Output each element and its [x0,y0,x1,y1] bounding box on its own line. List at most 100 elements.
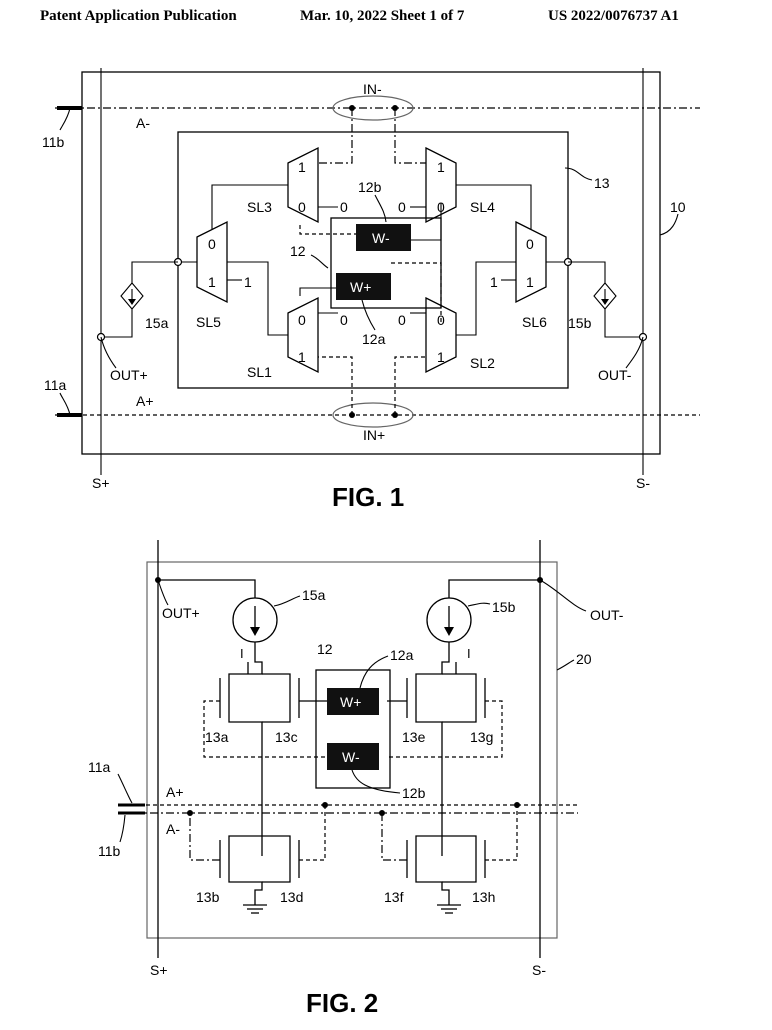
fig2-13d-to-a-plus [299,805,326,861]
fig1-mux-sl3 [287,146,319,224]
fig1-sl5-in0: 0 [208,236,216,252]
fig1-sl4-in0: 0 [437,199,445,215]
fig1-label-12a: 12a [362,331,386,347]
fig1-sl1-to-w-plus [299,287,336,296]
fig2-node-13f [379,810,385,816]
fig1-sl2-to-sl6 [456,261,516,336]
fig2-leader-11a [117,773,133,804]
fig2-label-13a: 13a [205,729,229,745]
fig2-label-out-plus: OUT+ [162,605,200,621]
fig1-leader-out-plus [100,336,117,369]
fig2-leader-20 [556,659,575,671]
fig1-sl5-in1: 1 [208,274,216,290]
fig1-in-plus-to-sl2 [394,356,426,415]
fig1-wire-to-15b [568,261,606,283]
fig1-caption: FIG. 1 [332,482,404,512]
fig1-sl4-to-w-minus [411,203,442,241]
fig2-label-out-minus: OUT- [590,607,624,623]
fig2-caption: FIG. 2 [306,988,378,1018]
fig1-sl2-in0: 0 [437,312,445,328]
fig2-cell-border-20 [146,561,558,939]
fig1-sl5-one-label: 1 [244,274,252,290]
fig1-sl2-to-w-plus [391,262,442,322]
fig1-label-in-minus: IN- [363,81,382,97]
fig1-label-12b: 12b [358,179,382,195]
fig2-15b-arrow-head [444,627,454,636]
fig2-label-a-minus: A- [166,821,180,837]
fig2-left-stack-wire-a [228,642,263,856]
header-date-sheet: Mar. 10, 2022 Sheet 1 of 7 [300,8,465,24]
fig1-leader-13 [564,167,593,181]
header-patent-number: US 2022/0076737 A1 [548,8,679,24]
fig2-node-13h [514,802,520,808]
fig1-leader-11b [59,107,71,131]
fig1-label-sl5: SL5 [196,314,221,330]
fig1-in-minus-to-sl4 [394,108,426,164]
fig1-label-a-minus: A- [136,115,150,131]
fig2-leader-11b [119,814,126,843]
fig1-sl1-in0: 0 [298,312,306,328]
fig2-out-plus-rail [158,579,256,598]
fig2-label-13b: 13b [196,889,220,905]
fig2-leader-out-plus [157,579,169,606]
fig2-label-13c: 13c [275,729,298,745]
fig1-label-a-plus: A+ [136,393,154,409]
fig2-leader-15a [273,595,301,607]
fig1-label-13: 13 [594,175,610,191]
fig1-leader-12a [361,299,376,331]
fig2-out-minus-rail [448,579,540,598]
fig2-13a-dashed-loop [203,700,331,758]
fig2-node-13b [187,810,193,816]
fig1-label-sl4: SL4 [470,199,495,215]
fig1-label-10: 10 [670,199,686,215]
fig1-leader-10 [659,213,679,236]
fig1-in-minus-to-sl3 [318,108,353,164]
fig1-sl1-in1: 1 [298,349,306,365]
fig1-label-out-plus: OUT+ [110,367,148,383]
fig2-left-lower-stack-b [262,835,291,883]
fig1-sl3-zero-label: 0 [340,199,348,215]
fig1-w-minus-label: W- [372,230,390,246]
fig1-label-in-plus: IN+ [363,427,385,443]
fig2-node-13d [322,802,328,808]
fig2-diagram: OUT+ OUT- 15a 15b 12 12a 12b 20 I I W+ W… [88,540,624,1018]
fig1-sl4-to-sl6 [456,184,532,229]
fig1-sl4-in1: 1 [437,159,445,175]
fig1-mux-sl2 [425,296,457,374]
fig2-right-lower-stack-b [442,835,477,883]
fig1-in-plus-to-sl1 [318,356,353,415]
fig1-label-15a: 15a [145,315,169,331]
fig1-cell-border-10 [81,71,661,455]
fig1-in-minus-ellipse [332,95,414,121]
fig1-leader-11a [59,392,71,416]
fig1-weight-w-minus [356,224,411,251]
fig1-leader-12b [374,194,387,223]
fig1-diagram: IN- IN+ A- A+ 11b 11a 10 13 12 12b 12a 1… [42,68,700,512]
fig1-sl6-one-label: 1 [490,274,498,290]
fig2-right-stack-wire-c [442,673,477,723]
fig2-label-13h: 13h [472,889,495,905]
fig2-left-lower-stack-a [228,835,263,905]
fig1-mux-sl5 [196,220,228,304]
fig2-right-transistor-stack [379,642,520,914]
fig1-label-s-plus: S+ [92,475,110,491]
fig1-label-out-minus: OUT- [598,367,632,383]
fig2-13b-to-a-minus [189,813,220,861]
fig2-leader-out-minus [539,579,587,612]
fig2-leader-15b [467,602,491,607]
fig1-label-12: 12 [290,243,306,259]
fig1-label-sl6: SL6 [522,314,547,330]
fig2-label-i-left: I [240,646,244,661]
fig2-label-13d: 13d [280,889,303,905]
fig1-mux-sl1 [287,296,319,374]
fig2-13h-to-a-plus [485,805,518,861]
fig2-label-13e: 13e [402,729,426,745]
fig2-w-plus-label: W+ [340,694,361,710]
fig2-w-minus-label: W- [342,749,360,765]
fig2-15a-arrow-head [250,627,260,636]
fig2-label-12: 12 [317,641,333,657]
fig1-15a-arrow-head [128,299,136,305]
fig2-label-11b: 11b [98,843,121,859]
fig1-mux-sl4 [425,146,457,224]
fig2-13g-dashed-loop [387,700,503,758]
